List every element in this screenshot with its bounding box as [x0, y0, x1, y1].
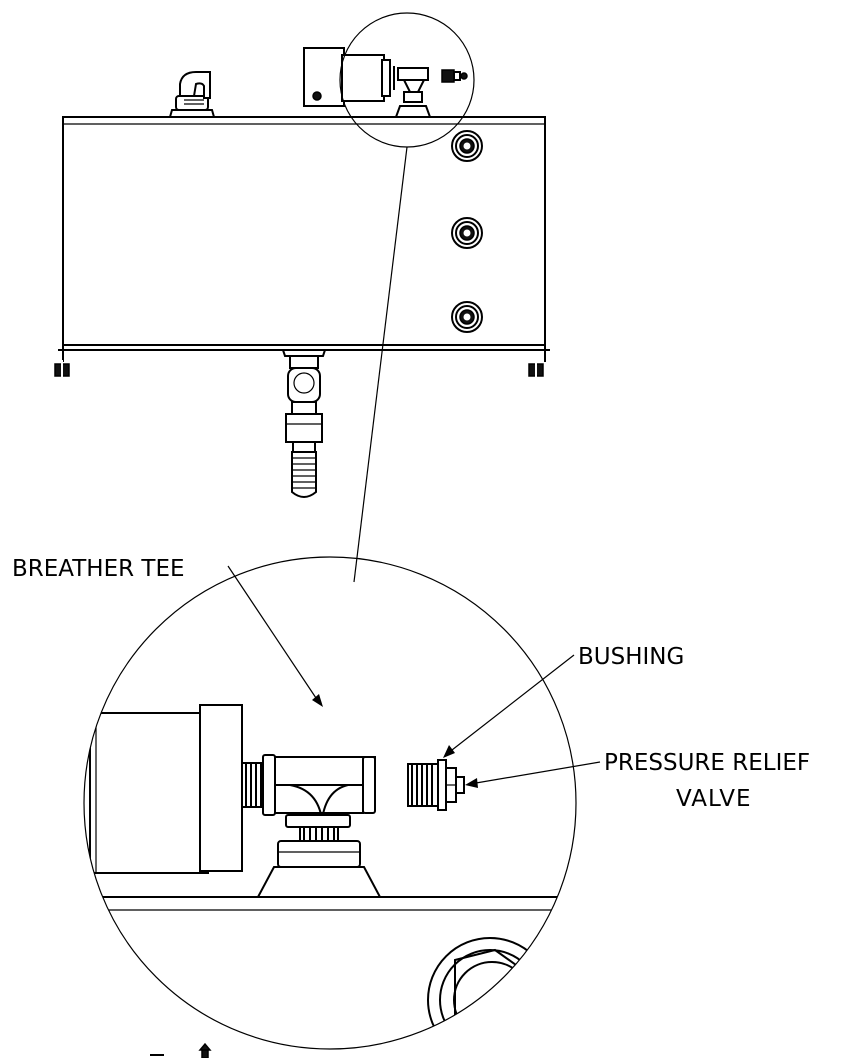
pressure-relief-label-line2: VALVE — [676, 786, 752, 812]
top-fittings — [303, 47, 468, 118]
tank-feet — [54, 349, 550, 380]
drain-valve — [281, 349, 327, 498]
callout-breather-tee: BREATHER TEE — [12, 556, 323, 707]
callout-pressure-relief-valve: PRESSURE RELIEF VALVE — [465, 750, 810, 812]
callout-bushing: BUSHING — [443, 644, 684, 758]
breather-tee-part — [256, 754, 382, 898]
pressure-relief-label-line1: PRESSURE RELIEF — [604, 750, 810, 776]
breather-tee-label: BREATHER TEE — [12, 556, 185, 582]
bushing-part — [407, 759, 447, 811]
detail-circle-large — [83, 556, 577, 1050]
elbow-fitting — [168, 71, 216, 118]
cropped-marks — [150, 1042, 212, 1058]
detail-view — [83, 556, 577, 1050]
side-ports — [451, 130, 483, 333]
partial-port — [427, 937, 553, 1049]
tank-overview — [54, 12, 550, 498]
bushing-label: BUSHING — [578, 644, 684, 670]
pressure-relief-valve-part — [445, 767, 465, 803]
detail-connector-line — [353, 146, 408, 583]
